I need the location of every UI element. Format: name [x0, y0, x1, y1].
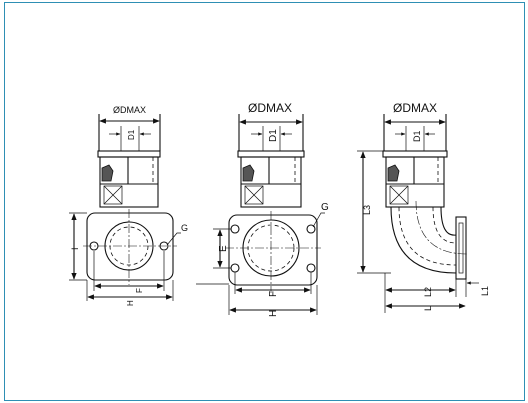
- view-1-dmax-label: ØDMAX: [113, 105, 146, 115]
- view-3-elbow-outer: [390, 206, 457, 274]
- view-3-d1-label: D1: [412, 130, 422, 142]
- view-2-hole-label: G: [321, 202, 329, 213]
- view-2-f-label: F: [268, 291, 279, 297]
- view-3-dmax-label: ØDMAX: [393, 101, 437, 115]
- view-2-flange-front: ØDMAX D1 G E: [196, 101, 329, 317]
- view-2-actuator-icon: [242, 164, 255, 182]
- view-1-d1-label: D1: [127, 129, 136, 140]
- view-1-flange-front: ØDMAX D1 G I: [69, 105, 188, 306]
- technical-drawing: ØDMAX D1 G I: [69, 101, 490, 317]
- view-1-actuator-icon: [101, 164, 114, 182]
- view-3-elbow-inner: [440, 206, 457, 236]
- view-1-i-label: I: [70, 247, 80, 250]
- view-3-elbow-side: ØDMAX D1 L3 L1: [357, 101, 490, 313]
- view-2-h-label: H: [268, 310, 279, 317]
- view-1-hole-label: G: [181, 223, 188, 233]
- view-1-f-label: F: [135, 288, 144, 293]
- view-3-l-label: L: [423, 306, 433, 311]
- view-1-h-label: H: [126, 300, 135, 306]
- view-3-l2-label: L2: [423, 287, 433, 297]
- view-2-dmax-label: ØDMAX: [248, 101, 292, 115]
- view-3-l1-label: L1: [480, 286, 490, 296]
- view-3-actuator-icon: [387, 164, 400, 182]
- view-2-d1-label: D1: [268, 129, 279, 142]
- view-2-e-label: E: [218, 245, 229, 252]
- drawing-frame: ØDMAX D1 G I: [4, 2, 525, 401]
- view-3-l3-label: L3: [362, 205, 372, 215]
